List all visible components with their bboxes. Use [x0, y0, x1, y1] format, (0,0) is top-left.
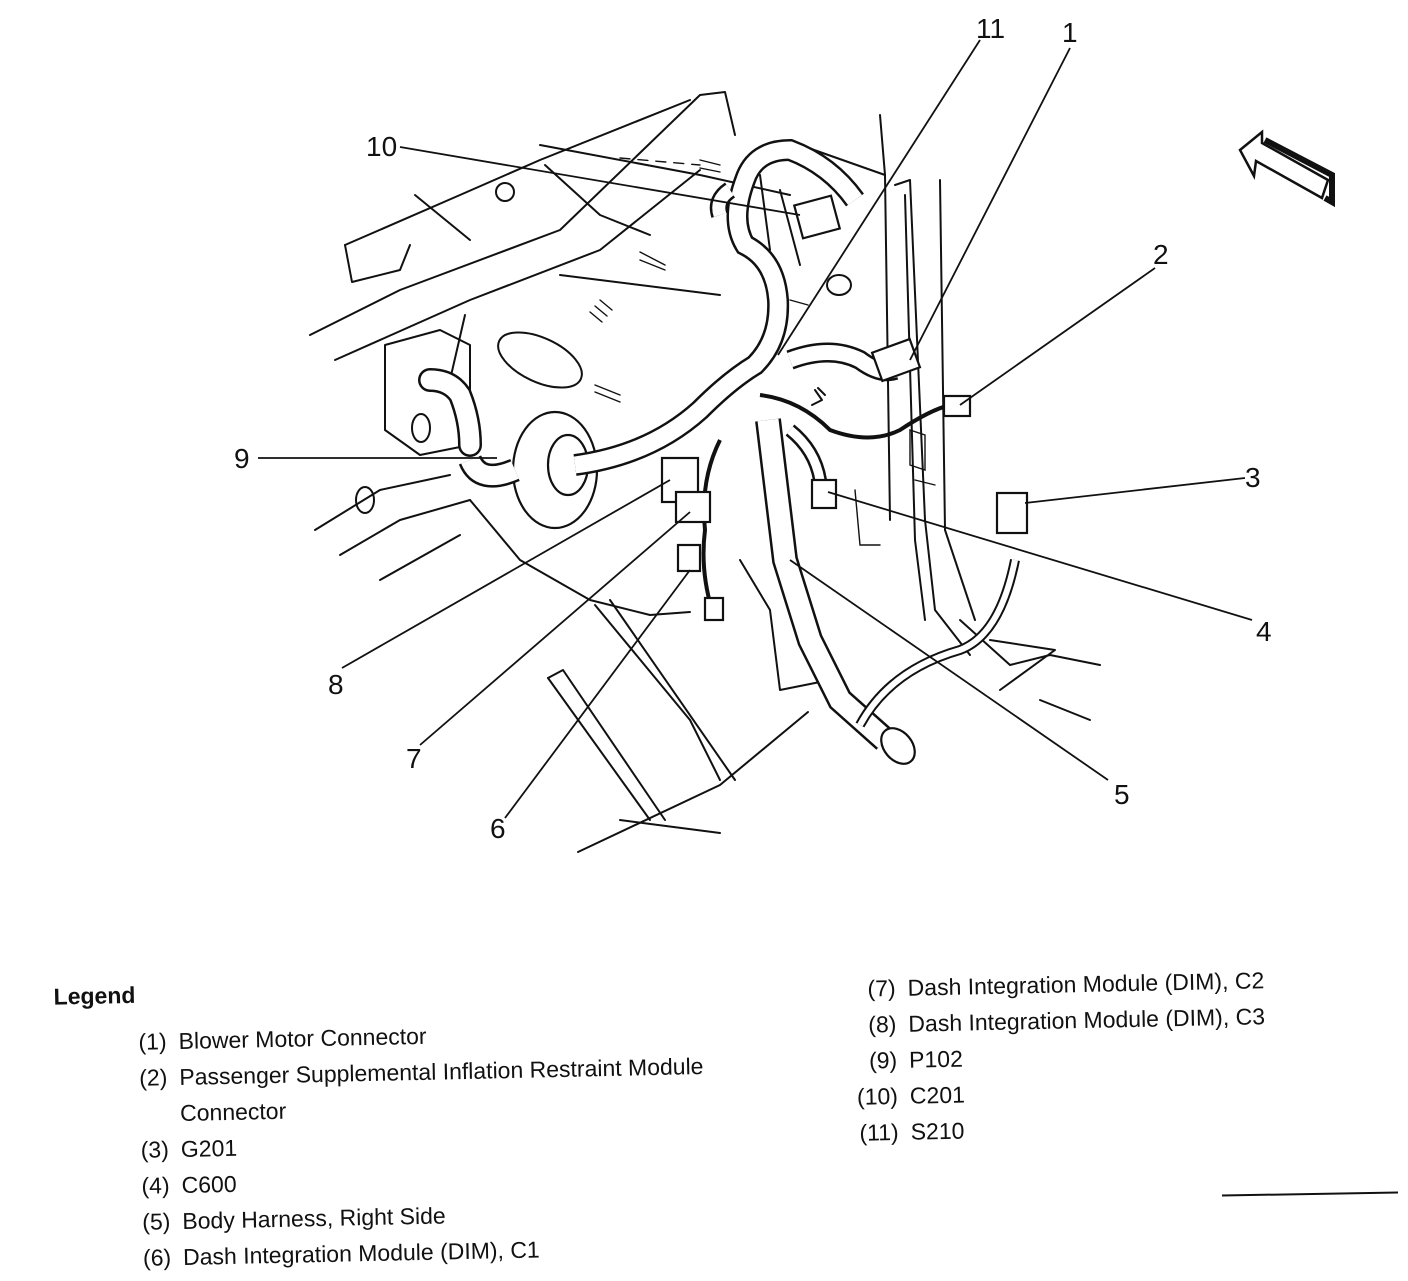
- callout-9: 9: [234, 443, 250, 474]
- legend-list-right: (7)Dash Integration Module (DIM), C2 (8)…: [847, 960, 1371, 1151]
- callout-10: 10: [366, 131, 397, 162]
- wire-harness: [418, 138, 1020, 765]
- legend-title: Legend: [53, 981, 136, 1010]
- callout-5: 5: [1114, 779, 1130, 810]
- callout-2: 2: [1153, 239, 1169, 270]
- callout-7: 7: [406, 743, 422, 774]
- leader-lines: [258, 39, 1253, 819]
- callout-labels: 1 2 3 4 5 6 7 8 9 10 11: [234, 13, 1272, 844]
- legend-item: (2)Passenger Supplemental Inflation Rest…: [138, 1053, 704, 1126]
- legend: Legend (1)Blower Motor Connector (2)Pass…: [0, 925, 1408, 1280]
- legend-list-left: (1)Blower Motor Connector (2)Passenger S…: [118, 1011, 763, 1276]
- forward-arrow-icon: [1238, 129, 1335, 208]
- connectors: [660, 194, 1029, 622]
- wiring-harness-diagram: 1 2 3 4 5 6 7 8 9 10 11: [234, 13, 1335, 853]
- vehicle-structure: [309, 91, 1101, 853]
- callout-6: 6: [490, 813, 506, 844]
- callout-4: 4: [1256, 616, 1272, 647]
- callout-11: 11: [976, 13, 1005, 44]
- callout-8: 8: [328, 669, 344, 700]
- grommet-p102: [497, 331, 599, 530]
- callout-3: 3: [1245, 462, 1261, 493]
- callout-1: 1: [1062, 17, 1078, 48]
